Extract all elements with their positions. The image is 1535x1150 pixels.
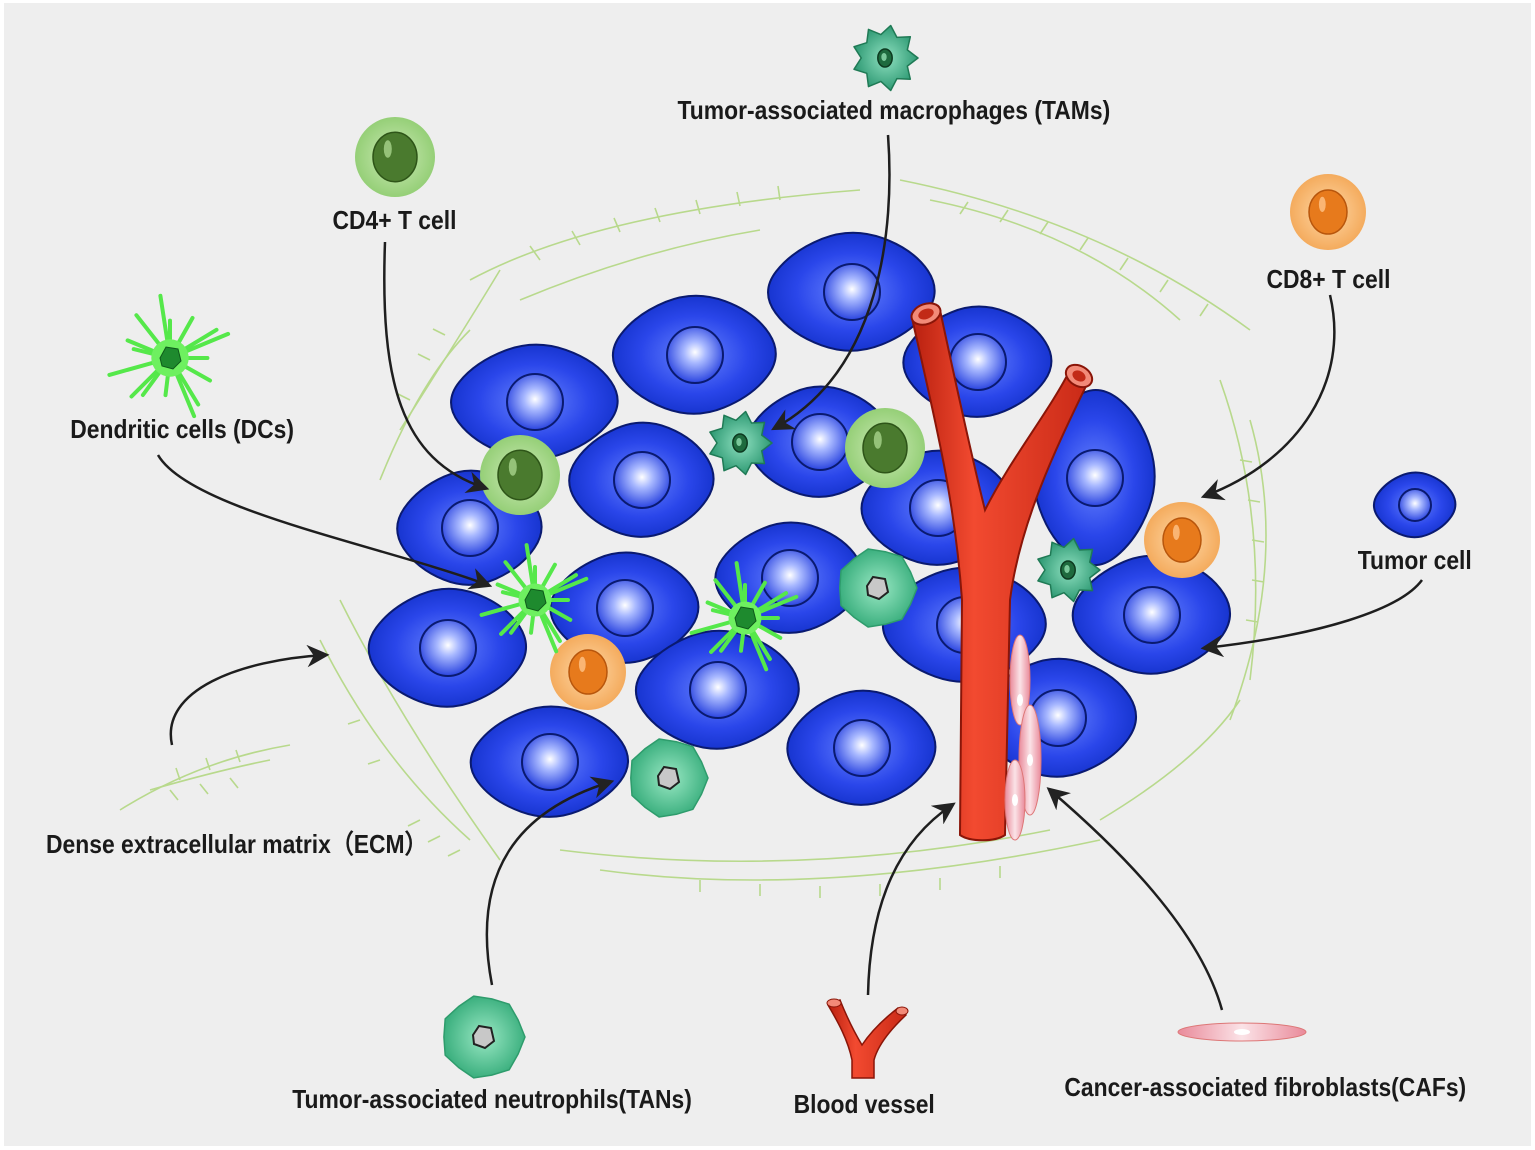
fibroblast-icon-nucleus — [1234, 1029, 1250, 1035]
dendritic-cell — [689, 561, 799, 672]
label-ecm: Dense extracellular matrix（ECM） — [46, 829, 428, 859]
cd4-cell-highlight — [383, 140, 392, 158]
cd4-cell-highlight — [873, 431, 882, 449]
cd8-t-cell — [550, 634, 626, 710]
cd8-cell-nucleus — [1162, 517, 1202, 563]
tumor-cell-nucleus — [1066, 449, 1124, 507]
tumor-cell-nucleus — [419, 619, 477, 677]
arrow-cd4 — [383, 241, 490, 494]
tumor-cell-nucleus — [506, 373, 564, 431]
tumor-cell-nucleus — [949, 333, 1007, 391]
neutrophil-nucleus — [865, 575, 890, 601]
cell-highlight — [736, 437, 742, 447]
cell-highlight — [1064, 564, 1070, 574]
tumor-cell-nucleus — [761, 549, 819, 607]
label-cafs: Cancer-associated fibroblasts(CAFs) — [1064, 1072, 1467, 1102]
tumor-cell-icon-nucleus — [1398, 488, 1432, 522]
blood-vessel-icon-opening — [826, 998, 842, 1008]
tumor-cell — [450, 343, 619, 460]
arrow-tams — [771, 134, 891, 431]
pointer-arrows — [156, 134, 1424, 1011]
tumor-cell — [634, 629, 800, 750]
blood-vessel-icon — [826, 998, 909, 1079]
dendritic-cell-nucleus — [524, 588, 547, 612]
tumor-cell-nucleus — [823, 263, 881, 321]
cd4-t-cell — [845, 408, 925, 488]
cd8-t-cell — [1144, 502, 1220, 578]
dendritic-cell-nucleus — [159, 346, 182, 370]
tumor-cell — [786, 689, 937, 806]
arrow-tumor — [1200, 579, 1424, 658]
label-cd8-t-cell: CD8+ T cell — [1266, 264, 1391, 294]
tumor-cell-nucleus — [613, 451, 671, 509]
tumor-cell-nucleus — [521, 733, 579, 791]
label-cd4-t-cell: CD4+ T cell — [332, 205, 457, 235]
arrow-tans — [485, 776, 615, 986]
macrophage-icon — [853, 24, 919, 92]
macrophage — [1037, 537, 1101, 603]
tumor-cell — [367, 587, 528, 708]
ecm-fibers — [119, 179, 1267, 898]
immune-cells — [479, 408, 1220, 818]
cd8-cell-nucleus — [568, 649, 608, 695]
cd4-cell-nucleus — [497, 449, 543, 501]
macrophage — [709, 410, 773, 476]
tumor-cell-nucleus — [441, 499, 499, 557]
tumor-cell-icon — [1372, 471, 1457, 539]
neutrophil — [839, 548, 918, 628]
neutrophil-nucleus — [656, 765, 681, 791]
arrow-cafs — [1046, 787, 1224, 1011]
cd4-t-cell — [480, 435, 560, 515]
dendritic-cell-icon — [107, 293, 231, 419]
tumor-cell-nucleus — [689, 661, 747, 719]
cell-highlight — [881, 52, 887, 62]
tumor-cell-nucleus — [791, 413, 849, 471]
neutrophil-icon — [443, 995, 526, 1079]
arrow-dcs — [156, 454, 493, 590]
cd4-cell-nucleus — [372, 131, 418, 183]
cd8-t-cell-icon — [1290, 174, 1366, 250]
cd8-cell-highlight — [578, 656, 586, 673]
cd8-cell-highlight — [1318, 196, 1326, 212]
arrow-ecm — [169, 644, 330, 746]
arrow-cd8 — [1200, 294, 1336, 501]
label-blood-vessel: Blood vessel — [793, 1089, 935, 1119]
tumor-cell-cluster — [367, 231, 1232, 818]
fibroblast-cluster — [1004, 634, 1042, 841]
tumor-cell — [469, 705, 630, 818]
blood-vessel-large — [910, 302, 1094, 842]
blood-vessel-icon-body — [826, 999, 908, 1079]
tumor-cell-nucleus — [1123, 586, 1181, 644]
dendritic-cell-nucleus — [734, 606, 757, 630]
label-tumor-cell: Tumor cell — [1357, 545, 1472, 575]
tumor-cell — [611, 294, 777, 415]
tumor-cell-nucleus — [666, 326, 724, 384]
tumor-cell — [1071, 554, 1232, 675]
label-tans: Tumor-associated neutrophils(TANs) — [292, 1084, 692, 1114]
tumor-cell-nucleus — [596, 579, 654, 637]
cd8-cell-highlight — [1172, 524, 1180, 541]
tumor-cell — [767, 231, 936, 352]
fibroblast-icon — [1177, 1022, 1307, 1042]
cd4-cell-highlight — [508, 458, 517, 476]
arrow-vessel — [866, 802, 956, 996]
label-tams: Tumor-associated macrophages (TAMs) — [677, 95, 1111, 125]
cd8-cell-nucleus — [1308, 189, 1348, 235]
blood-vessel-icon-opening — [895, 1006, 909, 1016]
legend-icons — [107, 24, 1457, 1079]
tumor-cell-nucleus — [833, 719, 891, 777]
cd4-cell-nucleus — [862, 422, 908, 474]
neutrophil — [630, 738, 709, 818]
cd4-t-cell-icon — [355, 117, 435, 197]
label-dendritic-cells: Dendritic cells (DCs) — [70, 414, 295, 444]
tumor-cell — [568, 421, 715, 538]
neutrophil-nucleus — [471, 1024, 496, 1050]
dendritic-cell — [479, 543, 589, 654]
